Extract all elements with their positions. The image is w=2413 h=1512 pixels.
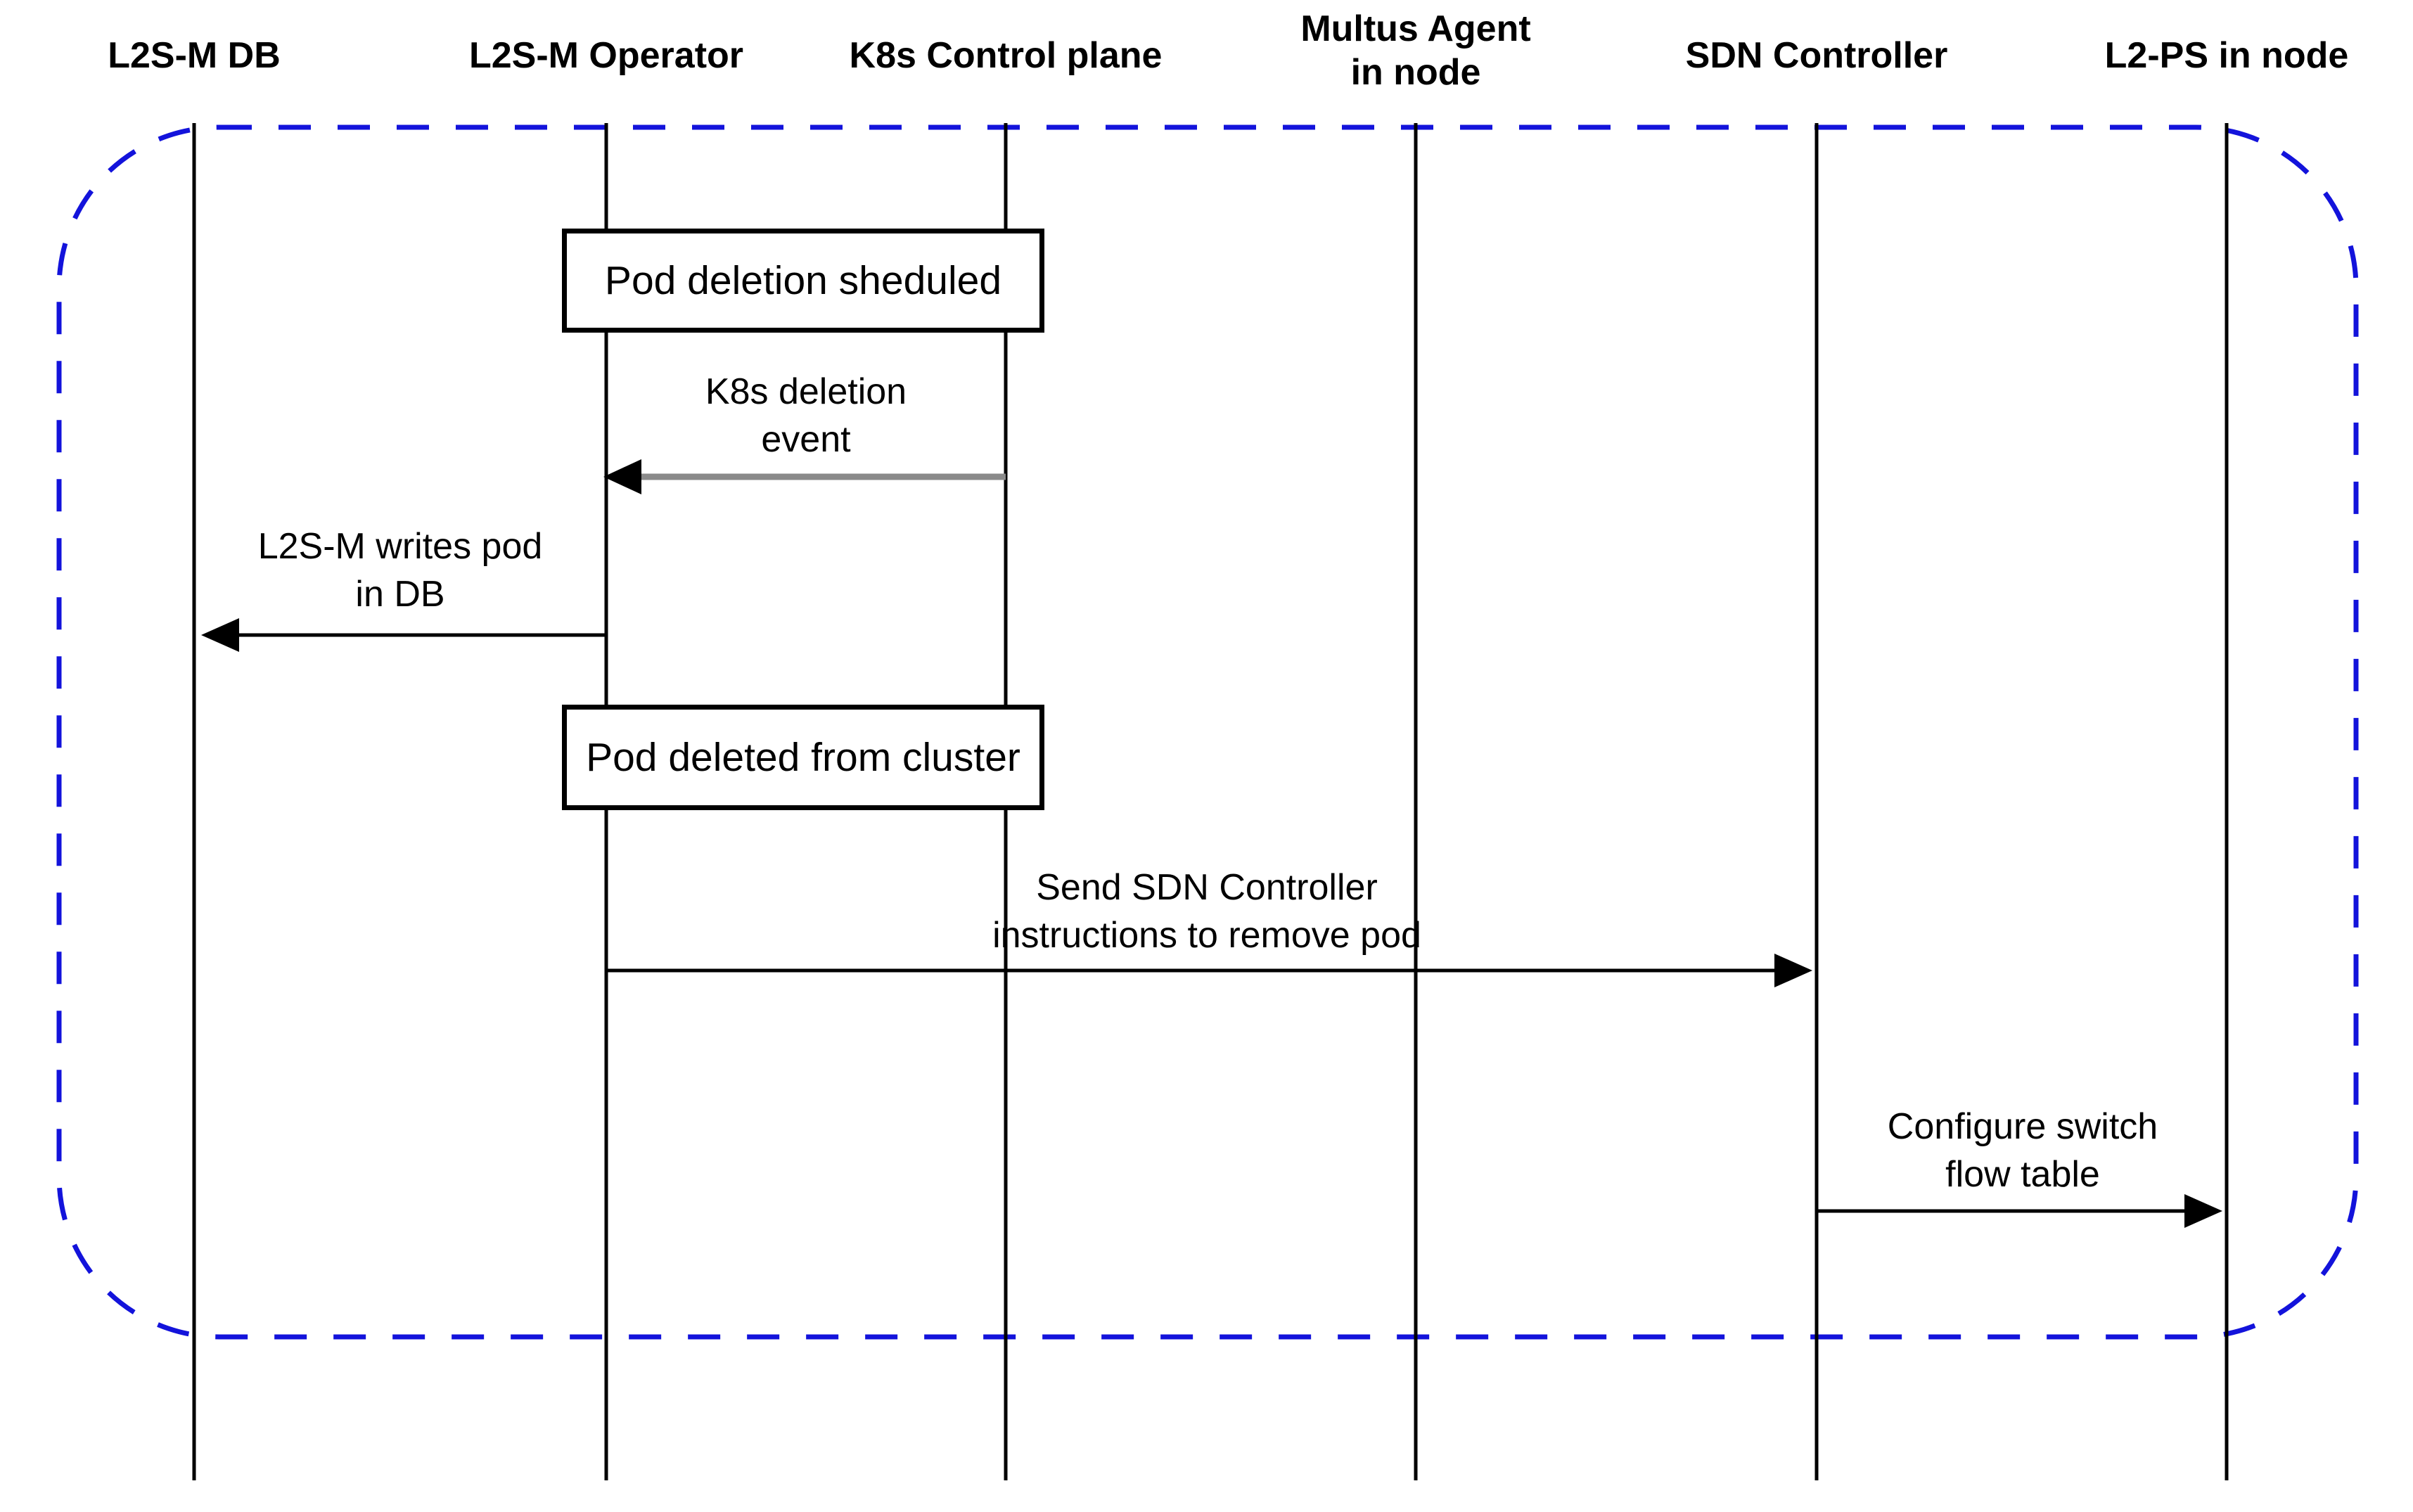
arrowhead-left-writes-pod-in-db bbox=[201, 618, 239, 652]
actor-label: L2-PS in node bbox=[2104, 35, 2349, 76]
message-label-line1: Send SDN Controller bbox=[1036, 867, 1378, 908]
message-label-line2: flow table bbox=[1945, 1154, 2100, 1195]
actor-label: SDN Controller bbox=[1685, 35, 1948, 76]
state-box-label: Pod deleted from cluster bbox=[586, 735, 1020, 780]
message-label-line1: K8s deletion bbox=[705, 371, 907, 412]
arrowhead-right-send-sdn-instructions bbox=[1774, 954, 1812, 987]
actor-header-l2sm-operator: L2S-M Operator bbox=[360, 34, 852, 77]
actor-label: L2S-M DB bbox=[108, 35, 281, 76]
actor-label: K8s Control plane bbox=[849, 35, 1163, 76]
actor-header-sdn-controller: SDN Controller bbox=[1570, 34, 2063, 77]
message-label-send-sdn-instructions: Send SDN Controller instructions to remo… bbox=[940, 864, 1474, 959]
state-box-label: Pod deletion sheduled bbox=[604, 258, 1002, 303]
message-label-line2: instructions to remove pod bbox=[992, 915, 1421, 956]
message-label-configure-flow-table: Configure switch flow table bbox=[1755, 1103, 2290, 1198]
message-label-writes-pod-in-db: L2S-M writes pod in DB bbox=[133, 523, 667, 618]
actor-label: L2S-M Operator bbox=[468, 35, 744, 76]
actor-label-line2: in node bbox=[1350, 52, 1481, 93]
message-label-line1: Configure switch bbox=[1887, 1106, 2158, 1147]
actor-header-multus-agent: Multus Agent in node bbox=[1170, 7, 1662, 94]
state-box-pod-deleted-from-cluster: Pod deleted from cluster bbox=[562, 705, 1044, 810]
message-label-line2: in DB bbox=[355, 574, 445, 615]
actor-header-l2ps-in-node: L2-PS in node bbox=[1980, 34, 2413, 77]
actor-header-l2sm-db: L2S-M DB bbox=[0, 34, 440, 77]
trust-boundary-dashed-border bbox=[56, 124, 2359, 1340]
arrowhead-right-configure-flow-table bbox=[2184, 1194, 2222, 1228]
message-label-k8s-deletion-event: K8s deletion event bbox=[539, 368, 1073, 463]
actor-label-line1: Multus Agent bbox=[1300, 8, 1531, 49]
message-label-line1: L2S-M writes pod bbox=[257, 526, 543, 567]
arrowhead-left-k8s-deletion-event bbox=[603, 459, 641, 494]
actor-header-k8s-control-plane: K8s Control plane bbox=[760, 34, 1252, 77]
state-box-pod-deletion-scheduled: Pod deletion sheduled bbox=[562, 229, 1044, 333]
message-label-line2: event bbox=[761, 419, 851, 460]
